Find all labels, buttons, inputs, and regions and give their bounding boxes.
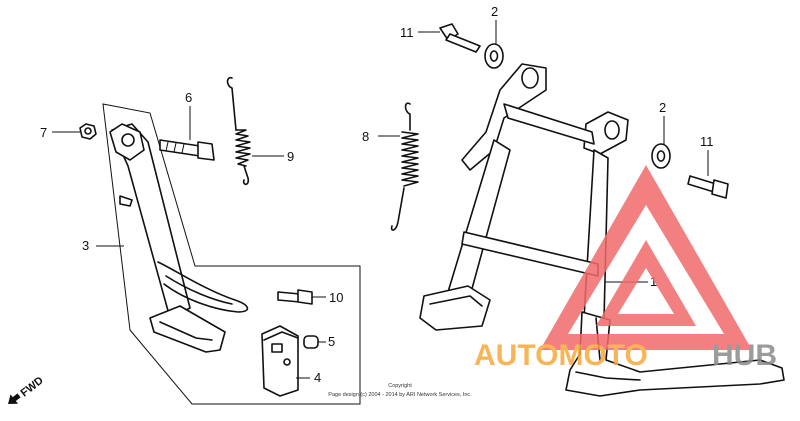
spring-part-9 bbox=[226, 76, 251, 186]
fwd-label: FWD bbox=[19, 375, 46, 400]
part-label-11-top: 11 bbox=[400, 25, 414, 40]
main-stand-right-foot bbox=[565, 311, 785, 397]
copyright-line: Page design (c) 2004 - 2014 by ARI Netwo… bbox=[328, 392, 472, 398]
part-label-8: 8 bbox=[362, 129, 369, 144]
side-stand-hook bbox=[119, 195, 133, 207]
spring-part-8 bbox=[390, 102, 419, 231]
copyright-title: Copyright bbox=[388, 383, 412, 389]
main-stand-top-tube bbox=[503, 103, 595, 145]
side-stand-pivot-hole bbox=[121, 133, 135, 147]
watermark-logo: AUTOMOTO HUB bbox=[474, 165, 777, 372]
part-label-5: 5 bbox=[328, 334, 335, 349]
side-stand-bar bbox=[111, 123, 191, 319]
collar-part-5 bbox=[303, 335, 319, 349]
collar-part-2-top bbox=[484, 43, 504, 69]
main-stand-left-foot bbox=[419, 285, 491, 331]
part-label-9: 9 bbox=[287, 149, 294, 164]
bolt-part-11-top bbox=[439, 23, 481, 53]
part-labels: 1 2 2 3 4 5 6 7 8 9 10 11 11 bbox=[40, 4, 714, 385]
collar-part-2-right bbox=[651, 143, 671, 169]
part-label-2-top: 2 bbox=[491, 4, 498, 19]
nut-part-7 bbox=[79, 123, 97, 140]
main-stand-left-bracket bbox=[461, 63, 547, 171]
side-stand-group bbox=[102, 103, 361, 405]
part-label-3: 3 bbox=[82, 238, 89, 253]
part-label-2-right: 2 bbox=[659, 100, 666, 115]
part-label-11-right: 11 bbox=[700, 134, 714, 149]
part-label-4: 4 bbox=[314, 370, 321, 385]
part-label-1: 1 bbox=[650, 274, 657, 289]
watermark-triangle-outer bbox=[540, 165, 752, 350]
part-label-10: 10 bbox=[329, 290, 343, 305]
forward-direction-marker: FWD bbox=[8, 375, 46, 404]
side-stand-foot bbox=[149, 305, 226, 353]
bolt-part-6 bbox=[159, 139, 215, 161]
pad-part-4 bbox=[261, 325, 299, 397]
watermark-text-orange: AUTOMOTO bbox=[474, 339, 648, 372]
part-label-6: 6 bbox=[185, 90, 192, 105]
part-label-7: 7 bbox=[40, 125, 47, 140]
main-stand-left-leg bbox=[447, 139, 511, 303]
watermark-text-gray: HUB bbox=[712, 339, 777, 372]
leader-lines bbox=[52, 20, 709, 379]
side-stand-outline bbox=[102, 103, 361, 405]
side-stand-wire bbox=[157, 261, 249, 313]
bolt-part-11-right bbox=[687, 175, 729, 199]
forward-arrow-icon bbox=[8, 393, 21, 404]
bolt-part-10 bbox=[277, 289, 313, 305]
watermark-triangle-inner bbox=[596, 240, 696, 326]
main-stand-cross-tube bbox=[461, 231, 599, 277]
